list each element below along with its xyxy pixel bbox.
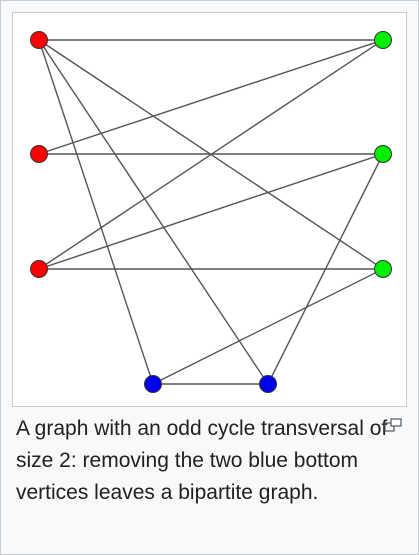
edge-r1-b1 (38, 39, 154, 385)
magnify-clip-icon[interactable] (384, 418, 402, 432)
edge-r3-g1 (38, 39, 384, 270)
edge-b1-g3 (152, 268, 384, 385)
vertex-blue-b1 (144, 375, 162, 393)
edge-b2-g2 (267, 153, 384, 385)
vertex-green-g2 (374, 145, 392, 163)
vertex-blue-b2 (259, 375, 277, 393)
edge-r3-g2 (38, 153, 384, 270)
vertex-green-g3 (374, 260, 392, 278)
edge-r1-b2 (38, 39, 269, 385)
graph-diagram (30, 31, 392, 393)
graph-image[interactable] (12, 12, 407, 407)
vertex-red-r2 (30, 145, 48, 163)
edge-r2-g1 (38, 39, 384, 155)
vertex-red-r3 (30, 260, 48, 278)
vertex-red-r1 (30, 31, 48, 49)
vertex-green-g1 (374, 31, 392, 49)
figure-caption: A graph with an odd cycle transversal of… (16, 417, 388, 504)
